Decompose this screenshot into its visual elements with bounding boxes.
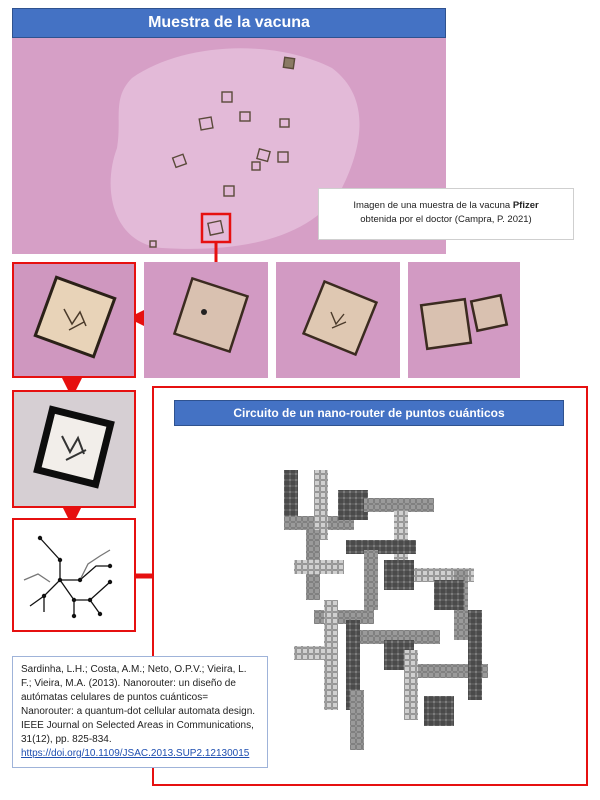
qca-circuit-diagram	[284, 470, 488, 750]
schematic-graphic	[23, 535, 113, 619]
circuit-panel-title-text: Circuito de un nano-router de puntos cuá…	[233, 406, 505, 420]
crystal-thumbnail-1	[12, 262, 136, 378]
crystal-thumbnail-4	[408, 262, 520, 378]
crystal-4-graphic	[408, 262, 520, 378]
crystal-1-graphic	[14, 264, 134, 376]
crystal-thumbnail-3	[276, 262, 400, 378]
crystal-contrast-graphic	[14, 392, 134, 506]
reference-doi-link[interactable]: https://doi.org/10.1109/JSAC.2013.SUP2.1…	[21, 748, 250, 759]
crystal-3-graphic	[276, 262, 400, 378]
page-title-text: Muestra de la vacuna	[148, 14, 310, 31]
caption-line1-text: Imagen de una muestra de la vacuna	[353, 200, 513, 211]
caption-line2-text: obtenida por el doctor (Campra, P. 2021)	[360, 214, 532, 225]
photo-caption: Imagen de una muestra de la vacuna Pfize…	[318, 188, 574, 240]
reference-text: Sardinha, L.H.; Costa, A.M.; Neto, O.P.V…	[21, 664, 256, 745]
crystal-schematic	[12, 518, 136, 632]
crystal-contrast-image	[12, 390, 136, 508]
crystal-2-graphic	[144, 262, 268, 378]
reference-citation: Sardinha, L.H.; Costa, A.M.; Neto, O.P.V…	[12, 656, 268, 768]
crystal-thumbnail-2	[144, 262, 268, 378]
vaccine-sample-photo	[12, 38, 446, 254]
caption-brand: Pfizer	[512, 200, 539, 211]
page-title: Muestra de la vacuna	[12, 8, 446, 38]
circuit-panel-title: Circuito de un nano-router de puntos cuá…	[174, 400, 564, 426]
